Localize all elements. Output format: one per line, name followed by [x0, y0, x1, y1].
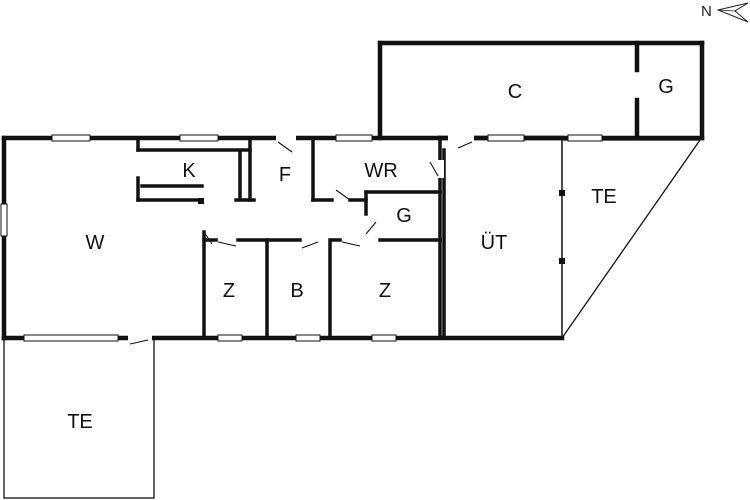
door-swing-main — [277, 141, 293, 153]
room-label-z-left: Z — [223, 280, 235, 302]
post-1 — [559, 190, 565, 196]
door-gap-ut — [448, 134, 474, 142]
door-swing-z-left — [217, 241, 237, 247]
door-gaps — [128, 134, 474, 342]
window-left — [0, 203, 8, 237]
window-bottom-1 — [23, 334, 119, 342]
room-label-z-right: Z — [379, 280, 391, 302]
door-gap-main — [276, 134, 296, 142]
room-label-wr: WR — [364, 160, 397, 182]
room-label-f: F — [279, 164, 291, 186]
room-label-w: W — [86, 232, 105, 254]
compass-arrow-center — [717, 9, 736, 12]
door-swing-ut — [457, 141, 473, 149]
room-labels: C G K F WR W G ÜT TE Z B Z TE — [67, 76, 674, 433]
interior-walls — [136, 136, 446, 340]
window-top-5 — [567, 134, 603, 142]
compass: N — [701, 2, 749, 23]
post-2 — [559, 258, 565, 264]
window-top-3 — [335, 134, 373, 142]
door-swing-wr-bottom — [335, 189, 351, 201]
post-3 — [198, 198, 204, 204]
room-label-te-right: TE — [591, 186, 617, 208]
room-label-c: C — [508, 81, 522, 103]
room-label-b: B — [290, 280, 303, 302]
door-gap-wr — [436, 160, 444, 178]
window-bottom-3 — [295, 334, 321, 342]
posts — [198, 190, 565, 264]
compass-north-label: N — [701, 3, 712, 20]
room-label-g-top: G — [658, 76, 674, 98]
window-top-2 — [179, 134, 219, 142]
door-swings — [129, 141, 473, 345]
room-label-g-mid: G — [396, 205, 412, 227]
window-bottom-4 — [371, 334, 397, 342]
compass-arrow-icon — [716, 2, 749, 23]
window-top-1 — [51, 134, 91, 142]
door-swing-wr — [429, 161, 439, 177]
window-bottom-2 — [217, 334, 243, 342]
door-swing-terrace — [129, 339, 149, 345]
room-label-k: K — [182, 160, 196, 182]
room-label-ut: ÜT — [481, 232, 508, 254]
door-swing-b — [301, 241, 319, 249]
door-swing-z-right — [341, 241, 361, 247]
door-swing-hall — [203, 231, 213, 245]
window-top-4 — [487, 134, 525, 142]
door-gap-terrace — [128, 334, 152, 342]
door-swing-g — [365, 221, 377, 235]
windows — [0, 134, 603, 342]
terrace-right-outline — [561, 139, 702, 339]
room-label-te-bottom: TE — [67, 411, 93, 433]
